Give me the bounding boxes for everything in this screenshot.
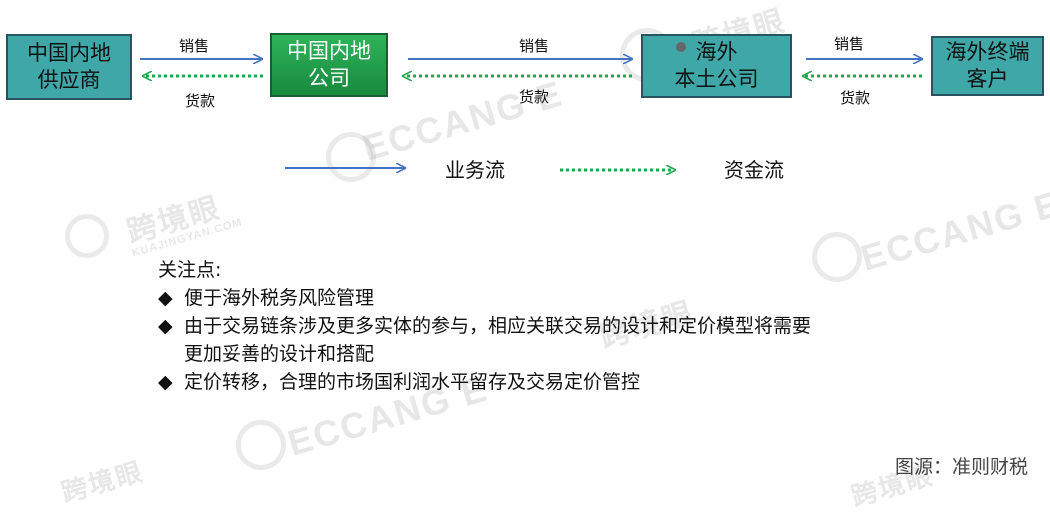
sales-label-2: 销售 bbox=[519, 37, 550, 55]
diamond-bullet-icon: ◆ bbox=[158, 371, 173, 393]
key-point-item: ◆ 便于海外税务风险管理 bbox=[158, 284, 811, 312]
key-points-heading: 关注点: bbox=[158, 259, 222, 281]
node-overseas-local-company: 海外 本土公司 bbox=[641, 34, 792, 98]
payment-label-2: 货款 bbox=[519, 88, 550, 106]
node-overseas-end-customer: 海外终端 客户 bbox=[931, 36, 1044, 96]
payment-label-1: 货款 bbox=[185, 92, 216, 110]
key-point-text: 定价转移，合理的市场国利润水平留存及交易定价管控 bbox=[184, 371, 641, 393]
image-source-credit: 图源：准则财税 bbox=[894, 456, 1028, 478]
legend-capital-flow-label: 资金流 bbox=[724, 158, 784, 182]
flow-arrows bbox=[140, 0, 1050, 489]
sales-label-3: 销售 bbox=[834, 35, 865, 53]
payment-label-3: 货款 bbox=[840, 89, 871, 107]
key-point-text: 由于交易链条涉及更多实体的参与，相应关联交易的设计和定价模型将需要 更加妥善的设… bbox=[184, 315, 812, 365]
key-point-item: ◆ 定价转移，合理的市场国利润水平留存及交易定价管控 bbox=[158, 368, 811, 396]
diamond-bullet-icon: ◆ bbox=[158, 315, 173, 337]
legend-business-flow-label: 业务流 bbox=[445, 158, 505, 182]
node-dot-icon bbox=[676, 42, 686, 52]
key-point-item: ◆ 由于交易链条涉及更多实体的参与，相应关联交易的设计和定价模型将需要 更加妥善… bbox=[158, 312, 811, 368]
diamond-bullet-icon: ◆ bbox=[158, 287, 173, 309]
key-points: 关注点: ◆ 便于海外税务风险管理 ◆ 由于交易链条涉及更多实体的参与，相应关联… bbox=[158, 256, 811, 396]
node-mainland-supplier: 中国内地 供应商 bbox=[6, 34, 132, 100]
key-point-text: 便于海外税务风险管理 bbox=[184, 287, 375, 309]
sales-label-1: 销售 bbox=[179, 37, 210, 55]
node-mainland-company: 中国内地 公司 bbox=[270, 33, 388, 97]
